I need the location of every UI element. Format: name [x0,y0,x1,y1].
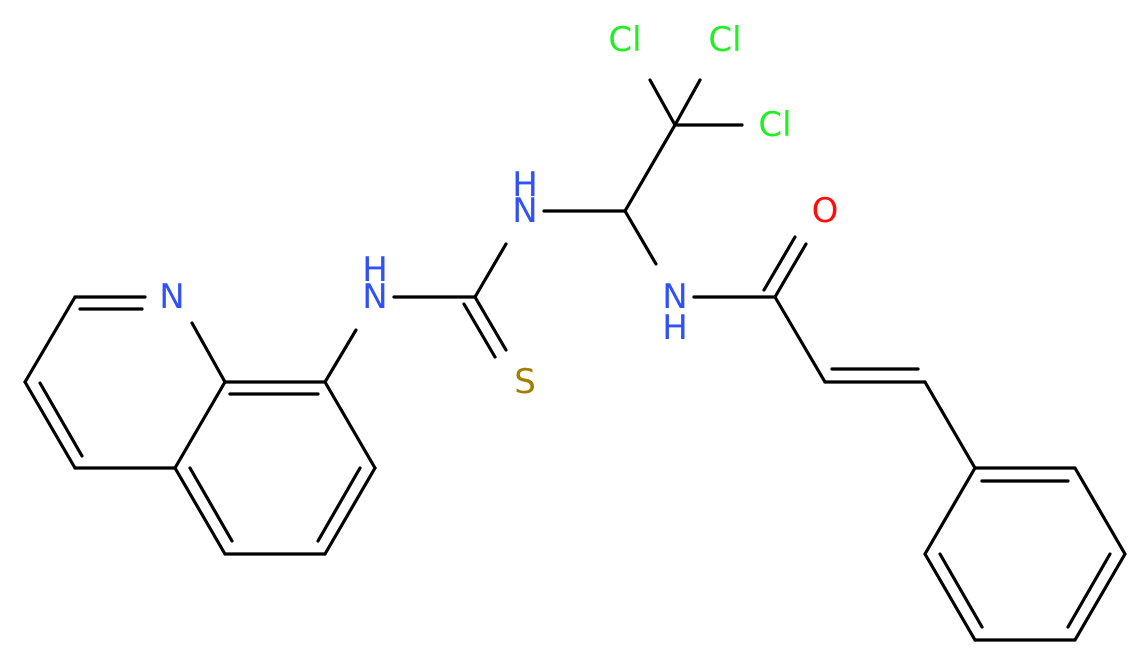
bond [316,466,362,543]
bond [762,235,797,292]
bond [323,466,377,556]
oxygen-label: O [812,191,839,231]
nitrogen-label: N [362,277,387,317]
bond [1066,552,1112,629]
nitrogen-label: H [512,165,538,205]
bond [923,466,977,556]
bond [473,295,508,352]
bond [773,295,827,384]
bond [473,242,508,299]
bond [673,78,702,127]
bond [323,328,358,384]
bond [173,380,227,470]
bond [323,380,377,470]
nitrogen-label: H [362,250,388,290]
bond [190,321,227,384]
bond [23,295,77,384]
bond [623,123,677,213]
nitrogen-label: N [662,277,687,317]
bond [462,302,497,359]
bond [773,242,808,299]
bond [173,466,227,556]
bond [923,380,977,470]
bond [938,552,984,629]
bond [648,78,677,127]
sulfur-label: S [514,362,536,402]
atom-labels: Cl Cl Cl H N H N N S O N H [159,20,838,402]
nitrogen-label: N [512,191,537,231]
nitrogen-label: N [159,277,184,317]
bond [923,552,977,642]
bond [1073,466,1127,556]
bond [38,381,84,458]
chlorine-label: Cl [758,105,791,145]
chlorine-label: Cl [608,20,641,60]
bond [1073,552,1127,642]
nitrogen-label: H [662,308,688,348]
bond [23,380,77,470]
bonds [23,78,1127,642]
chlorine-label: Cl [708,20,741,60]
bond [188,466,234,543]
bond [623,209,658,266]
